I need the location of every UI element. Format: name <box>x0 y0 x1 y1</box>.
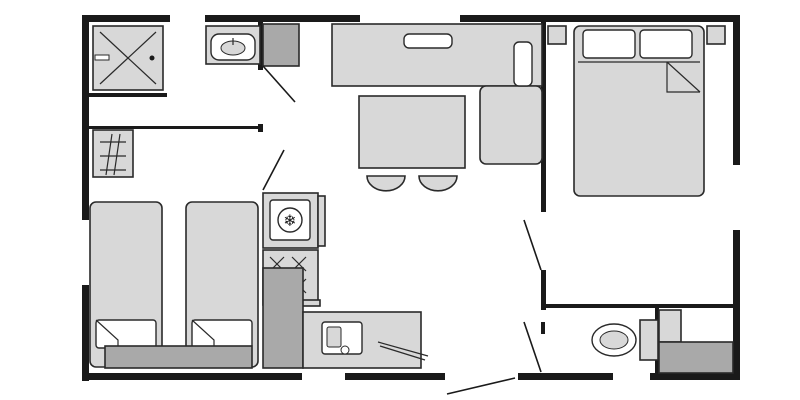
shower-room <box>92 23 300 91</box>
twin-bedroom <box>89 201 259 369</box>
headboard <box>104 345 253 369</box>
pillow-left <box>582 29 636 59</box>
kitchen: ❄ <box>262 192 429 369</box>
toilet-room <box>591 309 734 374</box>
master-bedroom <box>547 25 726 197</box>
living-dining <box>331 23 543 192</box>
dining-table <box>358 95 466 169</box>
bench-sofa-side <box>479 85 543 165</box>
nightstand-right <box>706 25 726 45</box>
double-bed <box>573 25 705 197</box>
cistern <box>639 319 659 361</box>
svg-text:❄: ❄ <box>283 211 296 230</box>
bathroom-counter <box>658 341 734 374</box>
pillow-right <box>639 29 693 59</box>
stool-left <box>366 175 406 192</box>
wardrobe <box>92 129 134 178</box>
toilet-cabinet <box>658 309 682 343</box>
stool-right <box>418 175 458 192</box>
doors <box>262 65 542 395</box>
cushion-side <box>513 41 533 87</box>
cabinet <box>262 23 300 67</box>
exterior-walls <box>82 15 740 381</box>
cushion-long <box>403 33 453 49</box>
kitchen-counter-side <box>262 267 304 369</box>
nightstand-left <box>547 25 567 45</box>
